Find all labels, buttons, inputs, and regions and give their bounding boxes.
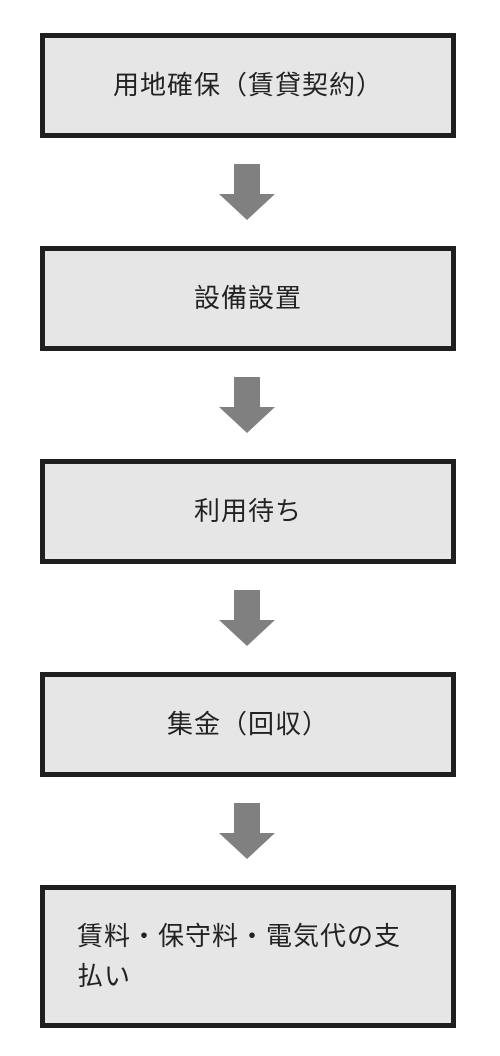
flow-step-land-acquisition: 用地確保（賃貸契約） [40, 33, 456, 138]
flow-step-label: 用地確保（賃貸契約） [112, 70, 383, 101]
flow-step-waiting-for-use: 利用待ち [40, 459, 456, 564]
flow-step-label: 集金（回収） [166, 709, 329, 740]
down-arrow-icon [219, 590, 275, 646]
down-arrow-icon [219, 803, 275, 859]
flow-step-label: 設備設置 [193, 283, 302, 314]
down-arrow-icon [219, 164, 275, 220]
down-arrow-icon [219, 377, 275, 433]
flow-step-collection: 集金（回収） [40, 672, 456, 777]
flow-step-payments: 賃料・保守料・電気代の支払い [40, 885, 456, 1028]
flow-step-label: 利用待ち [193, 496, 302, 527]
flow-step-equipment-installation: 設備設置 [40, 246, 456, 351]
flow-step-label: 賃料・保守料・電気代の支払い [77, 921, 402, 992]
